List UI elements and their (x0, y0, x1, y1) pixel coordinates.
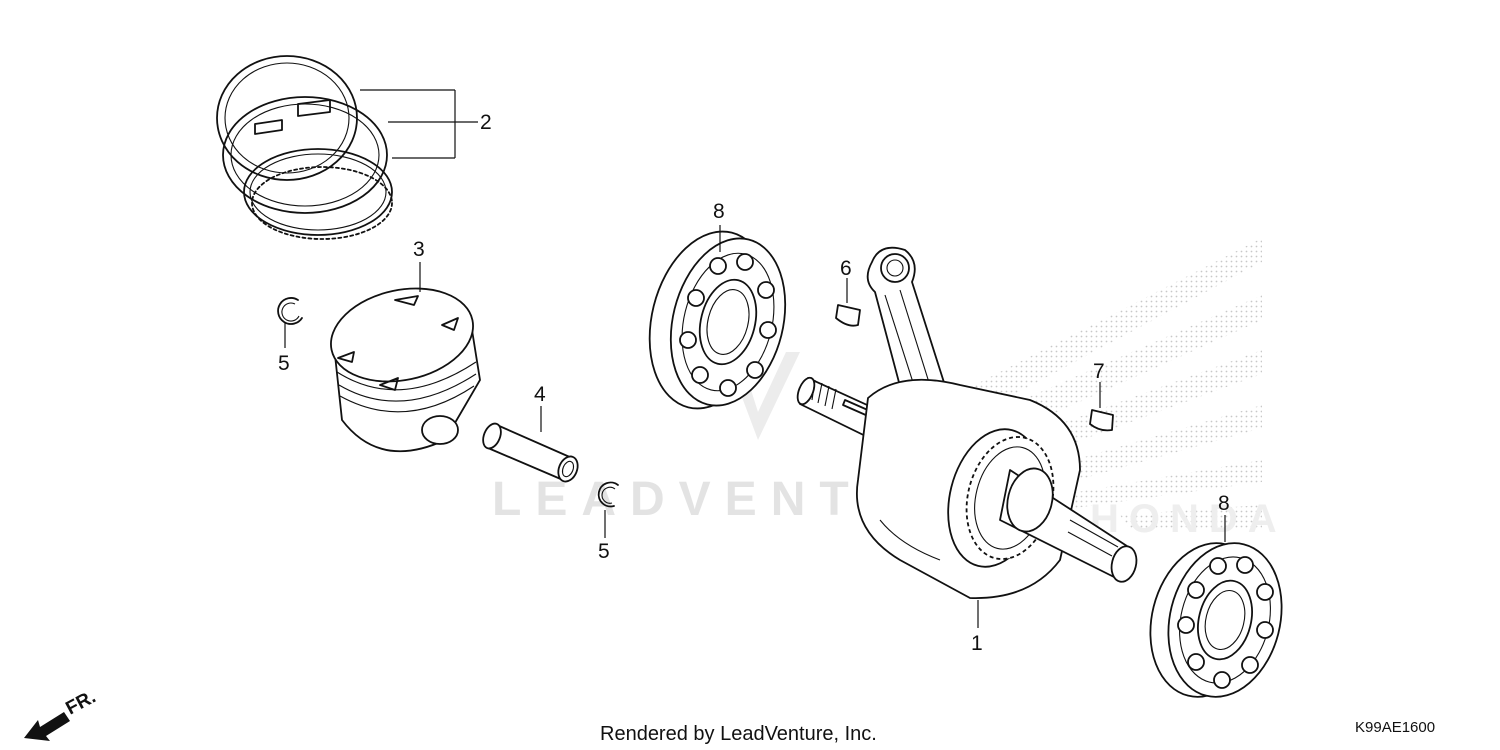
callout-7: 7 (1093, 360, 1105, 383)
bearing-top-balls (679, 253, 777, 397)
piston-rings-leader (360, 89, 478, 159)
callout-6: 6 (840, 257, 852, 280)
bearing-top-part[interactable] (632, 219, 802, 422)
key-right-part[interactable] (1089, 409, 1114, 432)
callout-8-top: 8 (713, 200, 725, 223)
callout-4: 4 (534, 383, 546, 406)
callout-5-left: 5 (278, 352, 290, 375)
crankshaft-part[interactable] (794, 246, 1140, 599)
callout-1: 1 (971, 632, 983, 655)
footer-credit: Rendered by LeadVenture, Inc. (600, 723, 877, 745)
diagram-code: K99AE1600 (1355, 719, 1435, 736)
clip-right-part[interactable] (597, 481, 619, 508)
bearing-bottom-part[interactable] (1135, 531, 1297, 709)
watermark-brand-text: HONDA (1090, 497, 1287, 541)
piston-part[interactable] (322, 276, 482, 453)
callout-8-bottom: 8 (1218, 492, 1230, 515)
front-label: FR. (62, 687, 99, 720)
front-arrow-icon (24, 712, 70, 741)
front-direction-indicator: FR. (24, 687, 99, 741)
callout-3: 3 (413, 238, 425, 261)
clip-left-part[interactable] (277, 297, 303, 325)
bearing-bottom-balls (1177, 556, 1274, 689)
piston-pin-part[interactable] (480, 421, 582, 484)
callout-2: 2 (480, 111, 492, 134)
piston-rings-part[interactable] (216, 55, 393, 240)
callout-5-right: 5 (598, 540, 610, 563)
key-left-part[interactable] (835, 304, 861, 327)
